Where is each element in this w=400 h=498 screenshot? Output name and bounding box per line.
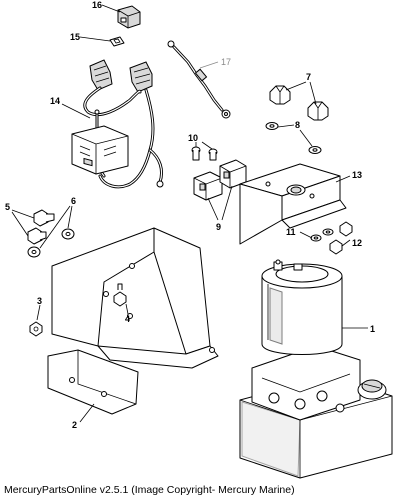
part-17-ground-strap[interactable]: [167, 40, 231, 119]
callout-7: 7: [306, 72, 311, 82]
callout-11: 11: [286, 227, 296, 237]
part-15-fuse[interactable]: [109, 36, 125, 47]
callout-4: 4: [125, 314, 130, 324]
callout-13: 13: [352, 170, 362, 180]
callout-14: 14: [50, 96, 60, 106]
part-16-connector[interactable]: [117, 5, 141, 29]
part-6-washer[interactable]: [27, 228, 75, 258]
part-14-wiring-harness[interactable]: [71, 59, 164, 189]
callout-5: 5: [5, 202, 10, 212]
part-4-stud[interactable]: [113, 283, 127, 307]
callout-1: 1: [370, 324, 375, 334]
part-3-nut[interactable]: [29, 321, 43, 337]
callout-9: 9: [216, 222, 221, 232]
part-2-main-bracket[interactable]: [47, 227, 219, 415]
part-13-mounting-bracket[interactable]: [239, 163, 347, 245]
part-9-relay[interactable]: [193, 159, 247, 201]
callout-3: 3: [37, 296, 42, 306]
part-12-nut[interactable]: [329, 221, 353, 255]
callout-16: 16: [92, 0, 102, 10]
callout-17: 17: [221, 57, 231, 67]
part-1-pump-motor-assembly[interactable]: [239, 259, 393, 479]
part-5-bolt[interactable]: [27, 209, 55, 245]
image-caption: MercuryPartsOnline v2.5.1 (Image Copyrig…: [4, 484, 295, 496]
part-10-bolt[interactable]: [191, 146, 218, 161]
part-7-nut-cap[interactable]: [269, 85, 329, 121]
callout-10: 10: [188, 133, 198, 143]
callout-12: 12: [352, 238, 362, 248]
callout-8: 8: [295, 120, 300, 130]
part-11-washer[interactable]: [310, 228, 334, 242]
callout-15: 15: [70, 32, 80, 42]
callout-6: 6: [71, 196, 76, 206]
callout-2: 2: [72, 420, 77, 430]
part-8-washer[interactable]: [265, 122, 322, 154]
